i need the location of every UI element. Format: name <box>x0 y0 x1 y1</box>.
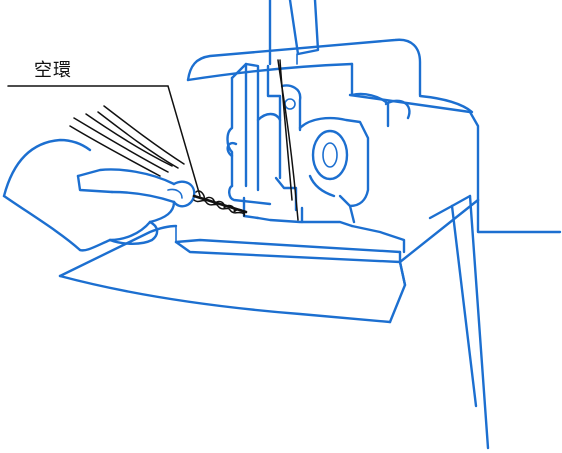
machine-body <box>186 38 562 450</box>
threads <box>69 59 299 221</box>
thread-chain <box>192 190 248 217</box>
looper-cover <box>298 92 411 224</box>
needle-assembly <box>226 62 354 228</box>
work-table <box>58 224 407 324</box>
label-leader <box>7 85 201 197</box>
thread-rods <box>268 0 320 66</box>
chain-label: 空環 <box>34 60 72 81</box>
hand <box>2 138 196 252</box>
